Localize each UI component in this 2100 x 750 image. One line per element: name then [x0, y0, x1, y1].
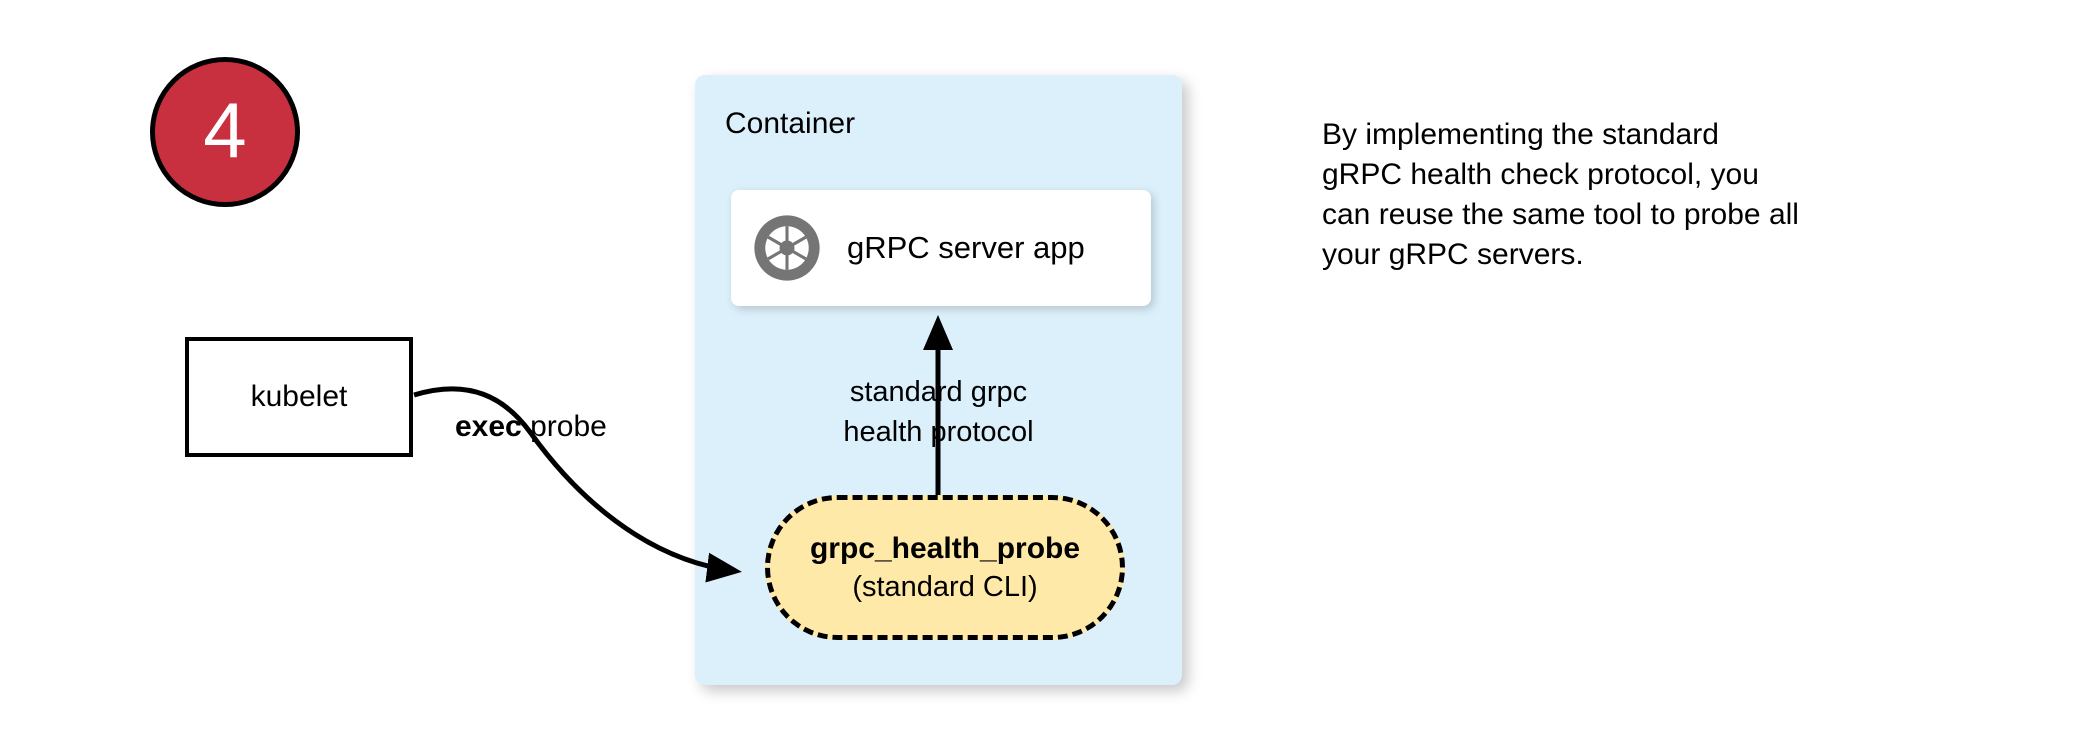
- explanation-line-1: By implementing the standard: [1322, 118, 1719, 151]
- grpc-health-probe-subtitle: (standard CLI): [852, 570, 1038, 603]
- kubelet-node: kubelet: [185, 337, 413, 457]
- grpc-health-probe-title: grpc_health_probe: [809, 531, 1081, 565]
- grpc-server-app-card: gRPC server app: [731, 190, 1151, 306]
- grpc-server-app-label: gRPC server app: [847, 230, 1085, 265]
- protocol-edge-label-line1: standard grpc: [849, 376, 1028, 408]
- protocol-edge-label: standard grpc health protocol: [695, 372, 1182, 452]
- protocol-edge-label-line2: health protocol: [843, 416, 1034, 448]
- exec-probe-suffix: probe: [521, 410, 607, 443]
- grpc-health-probe-node: grpc_health_probe (standard CLI): [765, 495, 1125, 640]
- grpc-aperture-icon: [754, 215, 820, 281]
- explanation-text: By implementing the standard gRPC health…: [1322, 115, 1922, 275]
- kubelet-label: kubelet: [250, 380, 348, 413]
- explanation-line-2: gRPC health check protocol, you: [1322, 158, 1759, 191]
- explanation-line-4: your gRPC servers.: [1322, 238, 1584, 271]
- explanation-line-3: can reuse the same tool to probe all: [1322, 198, 1799, 231]
- container-title: Container: [725, 107, 856, 140]
- exec-probe-keyword: exec: [455, 410, 522, 443]
- step-number-badge: 4: [150, 57, 300, 207]
- step-number-label: 4: [203, 86, 247, 174]
- exec-probe-edge-label: exec probe: [455, 410, 607, 444]
